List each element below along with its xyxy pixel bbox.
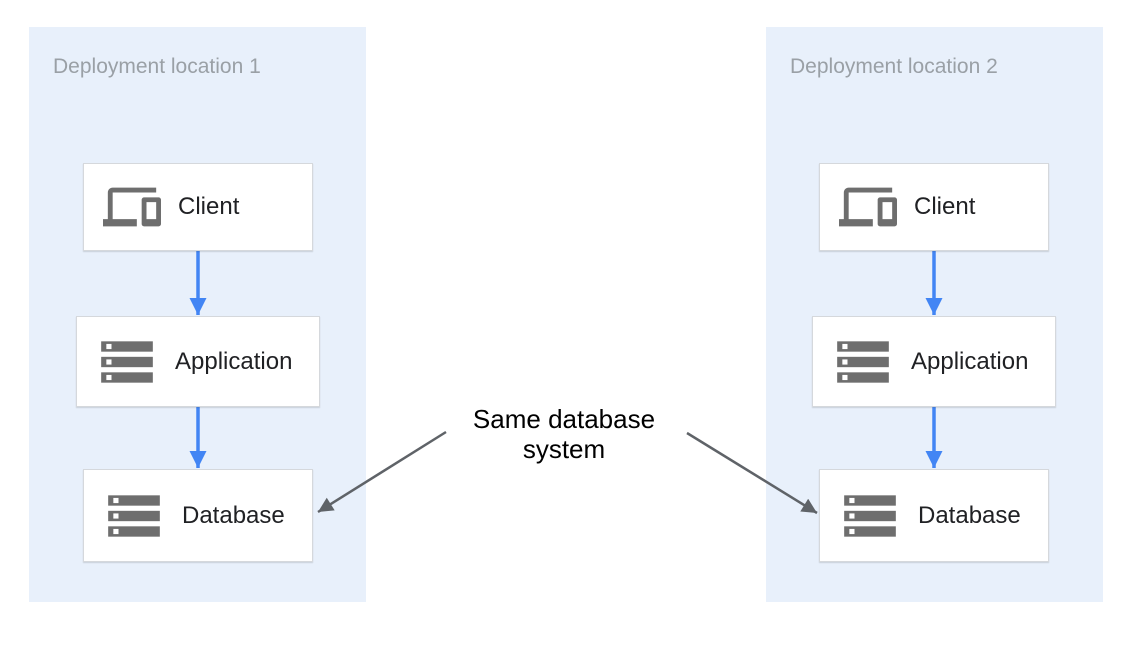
node-label: Application	[911, 347, 1029, 375]
node-label: Database	[918, 501, 1021, 529]
application-node: Application	[76, 316, 320, 407]
storage-icon	[839, 485, 901, 547]
node-label: Database	[182, 501, 285, 529]
database-node: Database	[819, 469, 1049, 562]
storage-icon	[832, 331, 894, 393]
panel-title: Deployment location 2	[790, 55, 998, 78]
application-node: Application	[812, 316, 1056, 407]
node-label: Application	[175, 347, 293, 375]
node-label: Client	[914, 193, 976, 220]
devices-icon	[839, 178, 897, 236]
database-node: Database	[83, 469, 313, 562]
devices-icon	[103, 178, 161, 236]
client-node: Client	[83, 163, 313, 251]
node-label: Client	[178, 193, 240, 220]
storage-icon	[96, 331, 158, 393]
storage-icon	[103, 485, 165, 547]
client-node: Client	[819, 163, 1049, 251]
same-database-annotation: Same database system	[472, 404, 656, 464]
panel-title: Deployment location 1	[53, 55, 261, 78]
